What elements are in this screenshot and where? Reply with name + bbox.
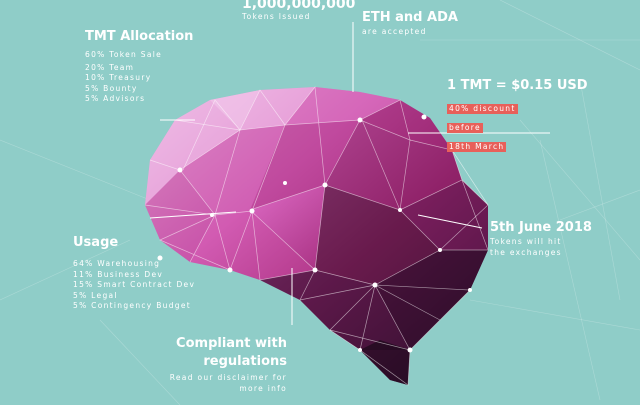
tokens-issued-block: 1,000,000,000 Tokens Issued [242,0,355,23]
callout-connector-lines [149,22,550,325]
brain-nodes [157,114,472,353]
usage-title: Usage [73,235,119,250]
listing-caption-line: the exchanges [490,247,562,257]
allocation-item: 5% Bounty [85,83,138,93]
usage-block: Usage 64% Warehousing 11% Business Dev 1… [73,235,195,312]
currencies-caption: are accepted [362,27,427,36]
allocation-item: 10% Treasury [85,73,152,82]
currencies-title: ETH and ADA [362,10,458,25]
listing-block: 5th June 2018 Tokens will hit the exchan… [490,220,592,258]
allocation-item: 5% Advisors [85,94,146,103]
listing-title: 5th June 2018 [490,220,592,235]
usage-item: 11% Business Dev [73,269,164,279]
currencies-block: ETH and ADA are accepted [362,10,458,38]
price-block: 1 TMT = $0.15 USD 40% discount before 18… [447,78,588,153]
usage-item: 5% Contingency Budget [73,301,191,310]
compliance-title-line: Compliant with [176,336,287,351]
compliance-title-line: regulations [203,354,287,369]
allocation-item: 20% Team [85,62,135,72]
price-title: 1 TMT = $0.15 USD [447,78,588,93]
usage-item: 15% Smart Contract Dev [73,280,196,289]
usage-item: 5% Legal [73,290,118,300]
tokens-issued-caption: Tokens Issued [242,12,311,21]
tokens-issued-value: 1,000,000,000 [242,0,356,12]
disclaimer-link[interactable]: more info [239,383,287,393]
usage-item: 64% Warehousing [73,259,161,268]
allocation-item: 60% Token Sale [85,50,163,59]
discount-line: 18th March [447,142,507,152]
allocation-block: TMT Allocation 60% Token Sale 20% Team 1… [85,29,193,105]
listing-caption-line: Tokens will hit [490,237,562,246]
compliance-block: Compliant with regulations Read our disc… [150,335,287,394]
disclaimer-link[interactable]: Read our disclaimer for [169,373,287,382]
discount-line: before [447,123,483,133]
discount-line: 40% discount [447,104,518,114]
allocation-title: TMT Allocation [85,29,194,44]
